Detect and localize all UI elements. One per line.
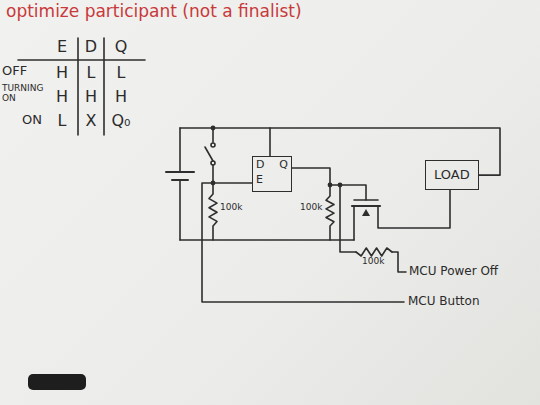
row-label: OFF [2,64,27,78]
load-box: LOAD [425,160,479,190]
eraser [28,374,86,390]
table-cell: H [56,64,68,82]
gate-wire [330,185,366,200]
resistor-value: 100k [300,203,322,213]
resistor-value: 100k [362,257,384,267]
table-cell: H [85,88,97,106]
mosfet-arrow [362,209,370,216]
top-rail [180,127,270,129]
resistor-value: 100k [220,203,242,213]
table-header: Q [115,38,128,56]
ground-rail [180,239,354,241]
junction-dot [338,183,343,188]
row-label: ON [22,113,42,127]
drain-wire [378,190,450,228]
pin-label: D [256,159,279,174]
switch-contact [211,161,215,165]
button-wire [202,183,404,302]
table-cell: L [87,64,96,82]
signal-name: MCU Button [408,295,480,308]
table-header: E [57,38,67,56]
table-cell: Q₀ [111,112,130,130]
flip-flop-box: DEQ [252,156,292,192]
pin-label: E [256,174,279,189]
switch-contact [211,143,215,147]
junction-dot [211,126,216,131]
battery-symbol [166,172,194,180]
switch-symbol [205,128,213,183]
power-off-wire [340,185,406,272]
q-wire [292,168,330,185]
row-label: TURNING ON [2,84,46,104]
resistor-symbol [356,248,392,256]
resistor-symbol [209,183,217,240]
table-cell: H [56,88,68,106]
mosfet-channel [352,205,380,207]
mosfet-gate [354,199,378,201]
table-cell: H [115,88,127,106]
resistor-symbol [326,185,334,240]
table-cell: X [86,112,97,130]
table-header: D [85,38,97,56]
left-rail [179,128,181,240]
junction-dot [211,181,216,186]
signal-name: MCU Power Off [409,265,498,278]
junction-dot [328,183,333,188]
box-label: LOAD [434,168,470,182]
table-cell: L [58,112,67,130]
board-title: optimize participant (not a finalist) [6,1,302,21]
source-wire [353,206,355,240]
table-cell: L [117,64,126,82]
pin-label: Q [279,159,288,174]
enable-wire [213,182,252,184]
